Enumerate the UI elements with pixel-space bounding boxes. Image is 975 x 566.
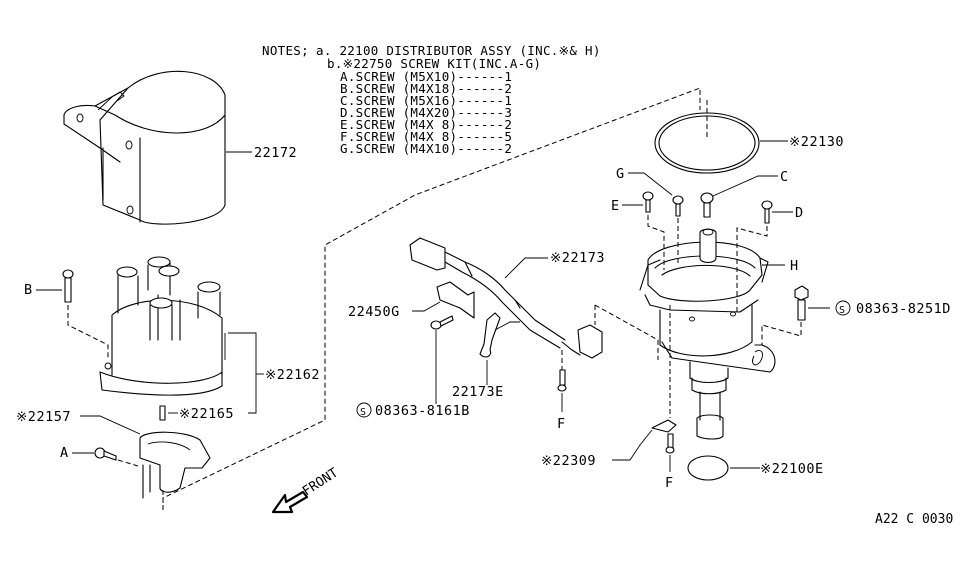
label-a: A	[60, 445, 69, 461]
screw-b[interactable]: B	[24, 269, 109, 360]
bolt-08363-8161b[interactable]: S 08363-8161B	[356, 402, 470, 419]
label-08363-8251d: 08363-8251D	[856, 301, 951, 317]
label-g: G	[616, 166, 625, 182]
label-f-1: F	[557, 416, 566, 432]
notes-line-screw-a: A.SCREW (M5X10)------1	[340, 69, 512, 84]
diagram-code: A22 C 0030	[875, 512, 953, 527]
rotor-head-22157[interactable]: ※22157	[16, 409, 211, 510]
label-22450g: 22450G	[348, 304, 400, 320]
label-c: C	[780, 169, 789, 185]
label-22162: ※22162	[265, 367, 320, 383]
carbon-point-22165[interactable]: ※22165	[159, 405, 234, 422]
notes-line-screw-c: C.SCREW (M5X16)------1	[340, 93, 512, 108]
label-22130: ※22130	[789, 134, 844, 150]
front-arrow: FRONT	[271, 465, 341, 514]
label-e: E	[611, 198, 620, 214]
seal-ring-22130[interactable]: ※22130	[654, 100, 844, 174]
label-b: B	[24, 282, 33, 298]
label-d: D	[795, 205, 804, 221]
notes-line-screw-b: B.SCREW (M4X18)------2	[340, 81, 512, 96]
clip-22309[interactable]: ※22309	[541, 305, 677, 469]
label-22165: ※22165	[179, 406, 234, 422]
label-22173: ※22173	[550, 250, 605, 266]
notes-heading: NOTES;	[262, 43, 309, 58]
screw-d[interactable]: D	[736, 200, 804, 315]
notes-line-screw-e: E.SCREW (M4X 8)------2	[340, 117, 512, 132]
screw-a[interactable]: A	[60, 445, 139, 467]
label-22173e: 22173E	[452, 384, 504, 400]
bracket-22450g[interactable]: 22450G	[348, 281, 475, 404]
label-08363-8161b: 08363-8161B	[375, 403, 470, 419]
bolt-08363-8251d[interactable]: S 08363-8251D	[761, 285, 951, 345]
harness-22173[interactable]: ※22173	[409, 237, 659, 360]
notes-line-screw-g: G.SCREW (M4X10)------2	[340, 141, 512, 156]
cap-cover-22172[interactable]: 22172	[63, 70, 297, 225]
distributor-body-22100[interactable]: H	[639, 228, 799, 440]
distributor-cap-22162[interactable]: ※22162	[99, 256, 320, 414]
notes-line-screw-f: F.SCREW (M4X 8)------5	[340, 129, 512, 144]
label-22172: 22172	[254, 145, 297, 161]
o-ring-22100e[interactable]: ※22100E	[687, 455, 824, 481]
screw-e[interactable]: E	[611, 191, 665, 270]
front-label: FRONT	[300, 465, 341, 499]
std-symbol-1: S	[360, 407, 367, 418]
notes-line-b: b.※22750 SCREW KIT(INC.A-G)	[327, 56, 541, 71]
label-h: H	[790, 258, 799, 274]
std-symbol-2: S	[839, 305, 846, 316]
screw-g[interactable]: G	[616, 166, 684, 265]
notes-block: NOTES; a. 22100 DISTRIBUTOR ASSY (INC.※&…	[262, 43, 601, 156]
notes-line-a: a. 22100 DISTRIBUTOR ASSY (INC.※& H)	[316, 43, 601, 58]
label-22100e: ※22100E	[760, 461, 824, 477]
label-f-2: F	[665, 475, 674, 491]
screw-c[interactable]: C	[700, 169, 789, 218]
screw-f-harness[interactable]: F	[557, 350, 567, 432]
screw-f-clip[interactable]: F	[665, 433, 675, 491]
ground-terminal-22173e[interactable]: 22173E	[452, 312, 520, 400]
label-22309: ※22309	[541, 453, 596, 469]
label-22157: ※22157	[16, 409, 71, 425]
notes-line-screw-d: D.SCREW (M4X20)------3	[340, 105, 512, 120]
